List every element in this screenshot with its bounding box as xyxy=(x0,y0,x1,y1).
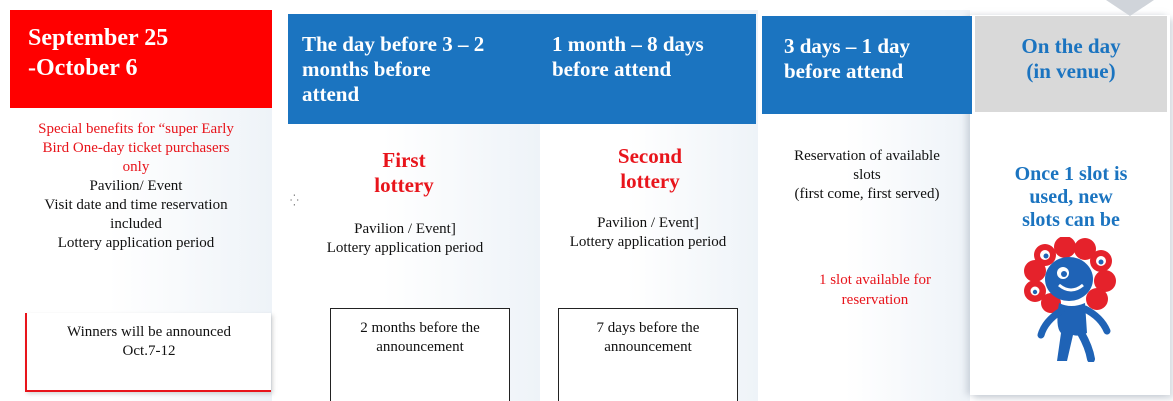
special-benefits-note: Special benefits for “super Early xyxy=(38,121,234,137)
column-3-header: 1 month – 8 days before attend xyxy=(538,14,756,124)
new-slots-text: Once 1 slot is used, new slots can be re… xyxy=(975,163,1167,229)
column-5-header: On the day (in venue) xyxy=(975,16,1167,112)
box-line: 7 days before the xyxy=(596,320,700,336)
box-line: announcement xyxy=(376,339,464,355)
body-line: Pavilion / Event] xyxy=(597,215,699,231)
header-line: months before xyxy=(302,57,431,81)
body-line: included xyxy=(110,216,162,232)
down-arrow-icon xyxy=(1106,0,1154,16)
body-line: Pavilion / Event] xyxy=(354,221,456,237)
slot-available-note: 1 slot available for reservation xyxy=(780,270,970,310)
body-line: slots xyxy=(853,167,881,183)
header-line: 1 month – 8 days xyxy=(552,32,704,56)
column-3-body: Pavilion / Event] Lottery application pe… xyxy=(540,214,756,252)
column-1-header: September 25 -October 6 xyxy=(10,10,272,108)
header-line: 3 days – 1 day xyxy=(784,34,911,58)
header-line: before attend xyxy=(784,59,904,83)
lottery-title: First xyxy=(382,148,426,172)
header-line: before attend xyxy=(552,57,672,81)
mascot-icon xyxy=(1024,237,1116,362)
body-line: Lottery application period xyxy=(57,235,215,251)
announcement-box: 2 months before the announcement xyxy=(330,308,510,401)
box-line: 2 months before the xyxy=(360,320,480,336)
box-line: Winners will be announced xyxy=(67,324,231,340)
body-line: Pavilion/ Event xyxy=(89,178,183,194)
lottery-title: Second xyxy=(617,144,683,168)
column-2-title: First lottery xyxy=(314,148,494,198)
header-line: The day before 3 – 2 xyxy=(302,32,485,56)
body-line: Visit date and time reservation xyxy=(44,197,228,213)
winners-box: Winners will be announced Oct.7-12 xyxy=(25,313,271,392)
box-line: Oct.7-12 xyxy=(122,343,176,359)
header-line: On the day xyxy=(1021,34,1121,58)
announcement-box: 7 days before the announcement xyxy=(558,308,738,401)
header-line: (in venue) xyxy=(1026,59,1116,83)
body-line: Lottery application period xyxy=(326,240,484,256)
dots-mark: ⁛ xyxy=(290,195,299,207)
column-2-body: Pavilion / Event] Lottery application pe… xyxy=(300,220,510,258)
column-4-body: Reservation of available slots (first co… xyxy=(762,147,972,204)
header-line: attend xyxy=(302,82,360,106)
title-line: Once 1 slot is xyxy=(1014,163,1128,185)
title-line: used, new xyxy=(1029,186,1113,208)
special-benefits-note: Bird One-day ticket purchasers xyxy=(42,140,230,156)
column-1-content: Special benefits for “super Early Bird O… xyxy=(0,120,272,253)
box-line: announcement xyxy=(604,339,692,355)
body-line: (first come, first served) xyxy=(794,186,940,202)
column-2-header: The day before 3 – 2 months before atten… xyxy=(288,14,544,124)
header-line: September 25 xyxy=(28,25,169,51)
note-line: reservation xyxy=(841,292,909,308)
note-line: 1 slot available for xyxy=(818,272,932,288)
lottery-title: lottery xyxy=(620,169,680,193)
body-line: Lottery application period xyxy=(569,234,727,250)
header-line: -October 6 xyxy=(28,55,138,81)
title-line: slots can be xyxy=(1022,209,1120,229)
lottery-title: lottery xyxy=(374,173,434,197)
special-benefits-note: only xyxy=(122,159,150,175)
body-line: Reservation of available xyxy=(794,148,940,164)
column-4-header: 3 days – 1 day before attend xyxy=(762,16,972,114)
column-3-title: Second lottery xyxy=(560,144,740,194)
